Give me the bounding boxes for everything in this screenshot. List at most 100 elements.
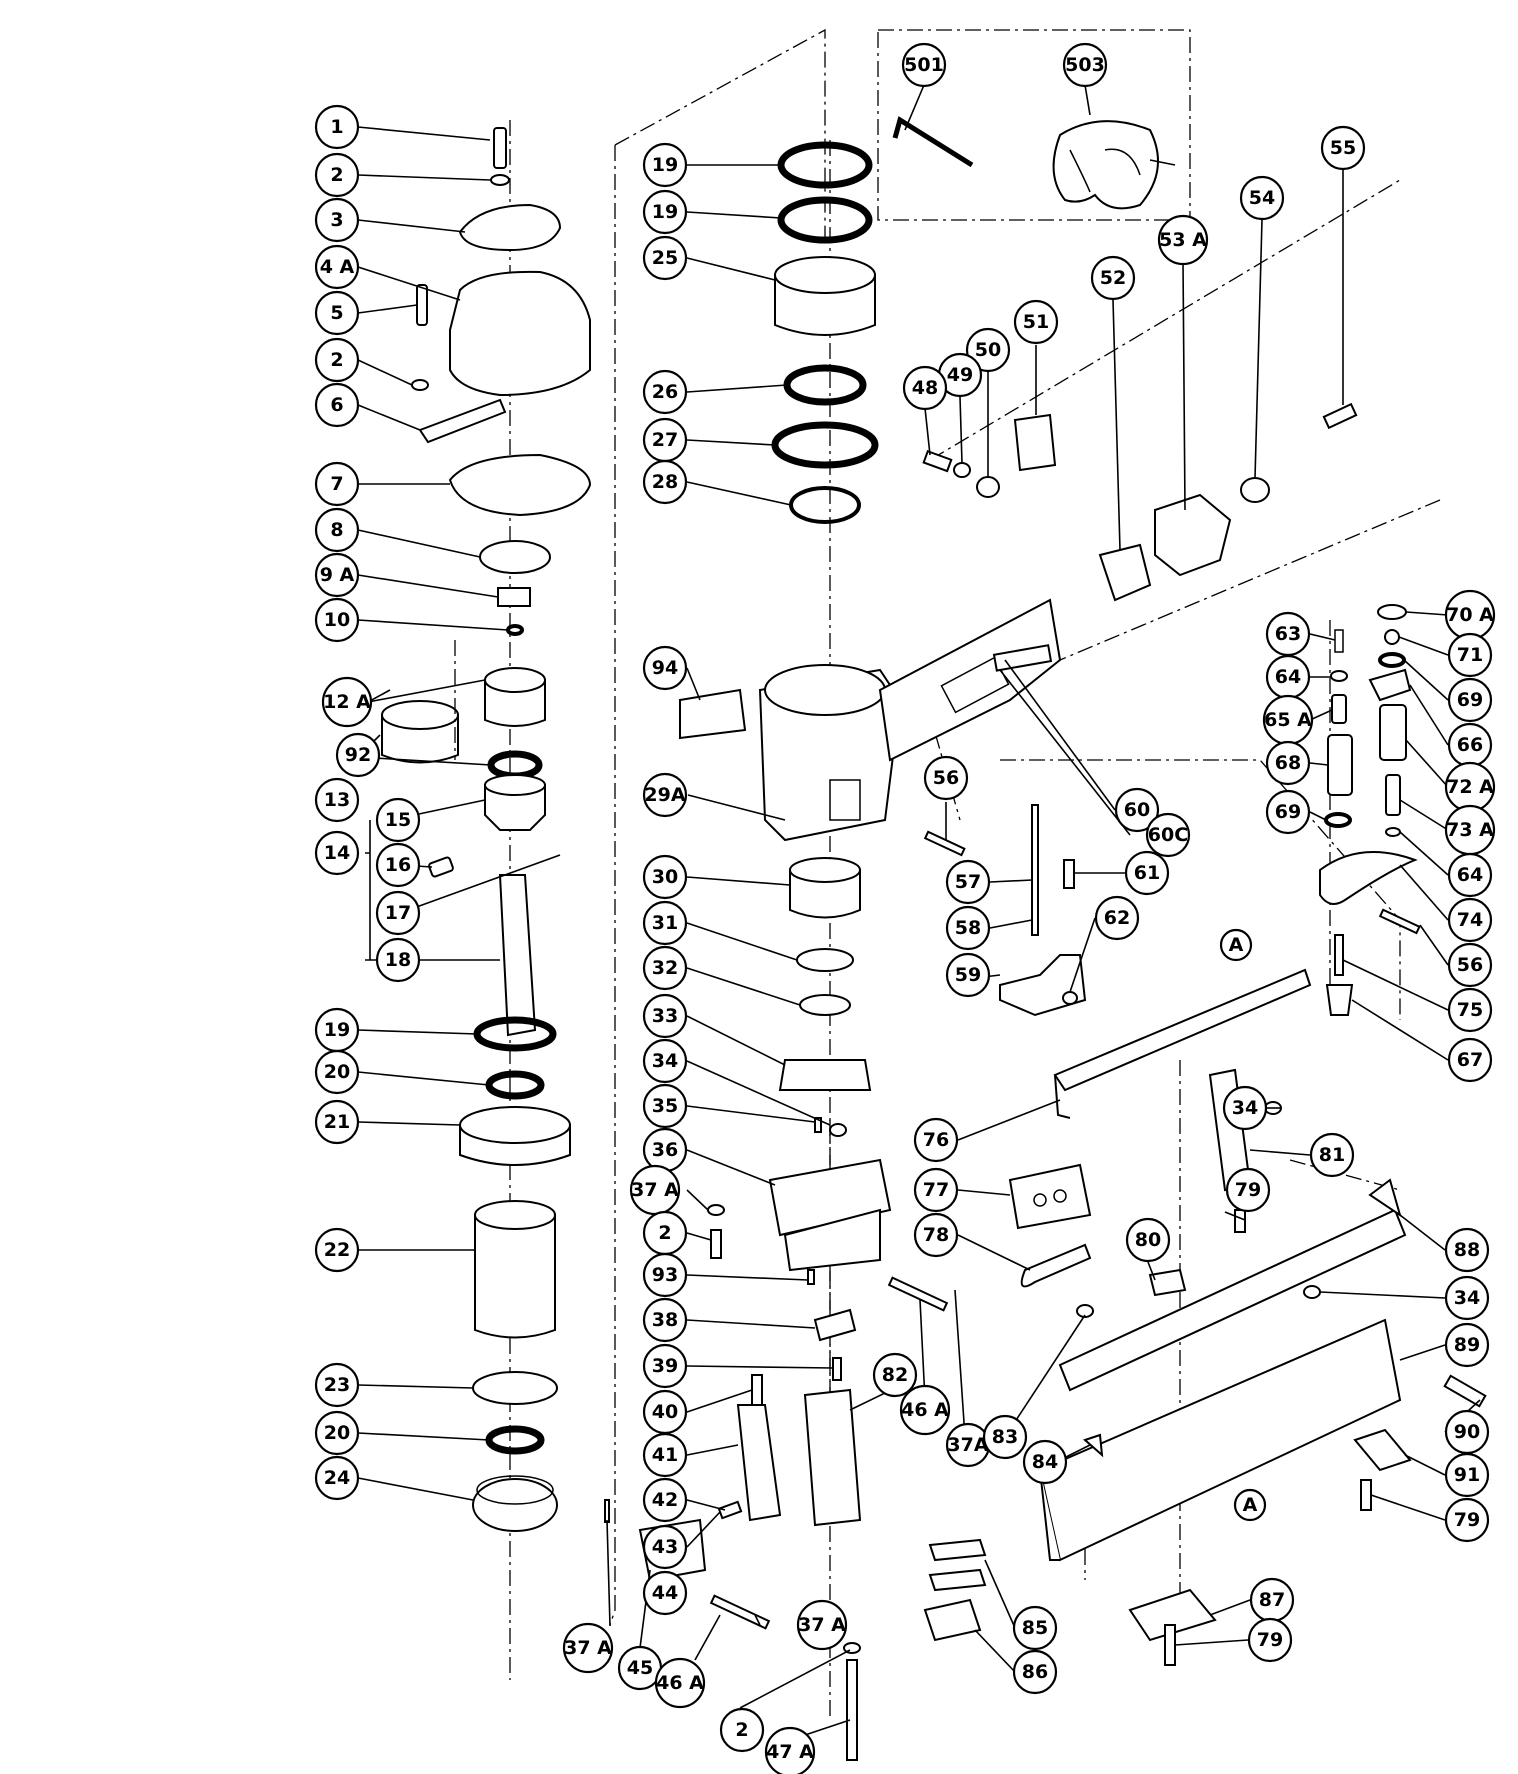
- retainer-66-icon: [1368, 668, 1412, 702]
- callout-label: 1: [330, 116, 343, 138]
- magazine-89-icon: [1038, 1318, 1402, 1562]
- label-51-icon: [1013, 413, 1057, 472]
- callout-c3: 3: [314, 197, 360, 243]
- callout-c501: 501: [901, 42, 947, 88]
- spring-24-icon: [472, 1478, 558, 1532]
- callout-label: 69: [1457, 689, 1483, 711]
- callout-c37a3: 37 A: [796, 1599, 848, 1651]
- clip-84-icon: [1083, 1433, 1104, 1458]
- callout-c10: 10: [314, 597, 360, 643]
- callout-label: 57: [955, 871, 981, 893]
- callout-c13: 13: [314, 777, 360, 823]
- gasket-52-icon: [1098, 543, 1152, 602]
- callout-label: 10: [324, 609, 350, 631]
- callout-c47a: 47 A: [764, 1726, 816, 1774]
- callout-label: 82: [882, 1364, 908, 1386]
- callout-label: 8: [330, 519, 343, 541]
- callout-c6: 6: [314, 382, 360, 428]
- callout-label: 2: [658, 1222, 671, 1244]
- callout-c29a: 29A: [642, 772, 688, 818]
- callout-c14: 14: [314, 830, 360, 876]
- callout-label: 74: [1457, 909, 1483, 931]
- hex-wrench-icon: [892, 116, 974, 168]
- callout-label: 71: [1457, 644, 1483, 666]
- callout-label: 38: [652, 1309, 678, 1331]
- disc-31-icon: [796, 948, 854, 972]
- callout-label: 32: [652, 957, 678, 979]
- callout-label: 25: [652, 247, 678, 269]
- callout-label: 76: [923, 1129, 949, 1151]
- callout-c1: 1: [314, 104, 360, 150]
- bushing-50-icon: [976, 476, 1000, 498]
- o-ring-26-icon: [783, 364, 867, 406]
- valve-72a-icon: [1379, 704, 1407, 761]
- callout-label: 79: [1235, 1179, 1261, 1201]
- callout-label: 54: [1249, 187, 1275, 209]
- callout-label: 91: [1454, 1464, 1480, 1486]
- callout-label: 55: [1330, 137, 1356, 159]
- bolt-55-icon: [1322, 402, 1358, 430]
- callout-label: 79: [1454, 1509, 1480, 1531]
- callout-c59: 59: [945, 952, 991, 998]
- disc-32-icon: [799, 994, 851, 1016]
- callout-c48: 48: [902, 365, 948, 411]
- head-valve-12a-icon: [484, 679, 546, 727]
- callout-label: 83: [992, 1426, 1018, 1448]
- callout-c69b: 69: [1447, 677, 1493, 723]
- callout-c15: 15: [375, 797, 421, 843]
- callout-c17: 17: [375, 890, 421, 936]
- o-ring-19b-icon: [777, 196, 873, 244]
- callout-c30: 30: [642, 854, 688, 900]
- callout-c2a: 2: [314, 152, 360, 198]
- guide-82-icon: [803, 1388, 862, 1527]
- callout-label: 46 A: [901, 1399, 949, 1421]
- callout-label: 37 A: [631, 1179, 679, 1201]
- o-ring-10-icon: [506, 624, 524, 636]
- callout-label: 21: [324, 1111, 350, 1133]
- callout-c24: 24: [314, 1455, 360, 1501]
- callout-label: 39: [652, 1355, 678, 1377]
- callout-label: A: [1243, 1494, 1258, 1516]
- callout-label: A: [1229, 934, 1244, 956]
- callout-c31: 31: [642, 900, 688, 946]
- ring-23-icon: [472, 1371, 558, 1405]
- callout-label: 34: [1454, 1287, 1480, 1309]
- callout-label: 13: [324, 789, 350, 811]
- callout-c89: 89: [1444, 1322, 1490, 1368]
- pin-56b-icon: [1378, 908, 1421, 935]
- callout-c90: 90: [1444, 1409, 1490, 1455]
- callout-label: 56: [1457, 954, 1483, 976]
- callout-label: 75: [1457, 999, 1483, 1021]
- plate-80-icon: [1148, 1268, 1187, 1297]
- callout-label: 86: [1022, 1661, 1048, 1683]
- ring-28-icon: [789, 486, 861, 524]
- callout-c37a4: 37 A: [562, 1622, 614, 1674]
- valve-65a-icon: [1331, 694, 1347, 724]
- callout-label: 12 A: [323, 691, 371, 713]
- callout-label: 5: [330, 302, 343, 324]
- callout-c66: 66: [1447, 722, 1493, 768]
- callout-label: 18: [385, 949, 411, 971]
- bolt-61-icon: [1063, 859, 1075, 889]
- callout-label: 89: [1454, 1334, 1480, 1356]
- callout-label: 80: [1135, 1229, 1161, 1251]
- callout-label: 61: [1134, 862, 1160, 884]
- callout-c18: 18: [375, 937, 421, 983]
- callout-label: 92: [345, 744, 371, 766]
- pin-46a2-icon: [709, 1594, 771, 1630]
- callout-label: 41: [652, 1444, 678, 1466]
- callout-c56b: 56: [1447, 942, 1493, 988]
- callout-label: 56: [933, 767, 959, 789]
- callout-label: 67: [1457, 1049, 1483, 1071]
- nose-30-icon: [789, 869, 861, 919]
- callout-c79b: 79: [1444, 1497, 1490, 1543]
- callout-label: 503: [1065, 54, 1105, 76]
- base-87-icon: [1128, 1588, 1217, 1642]
- callout-label: 47 A: [766, 1741, 814, 1763]
- nut-34c-icon: [1303, 1285, 1321, 1299]
- callout-c49: 49: [937, 352, 983, 398]
- end-cap-53a-icon: [1154, 493, 1232, 577]
- callout-label: 87: [1259, 1589, 1285, 1611]
- callout-label: 43: [652, 1536, 678, 1558]
